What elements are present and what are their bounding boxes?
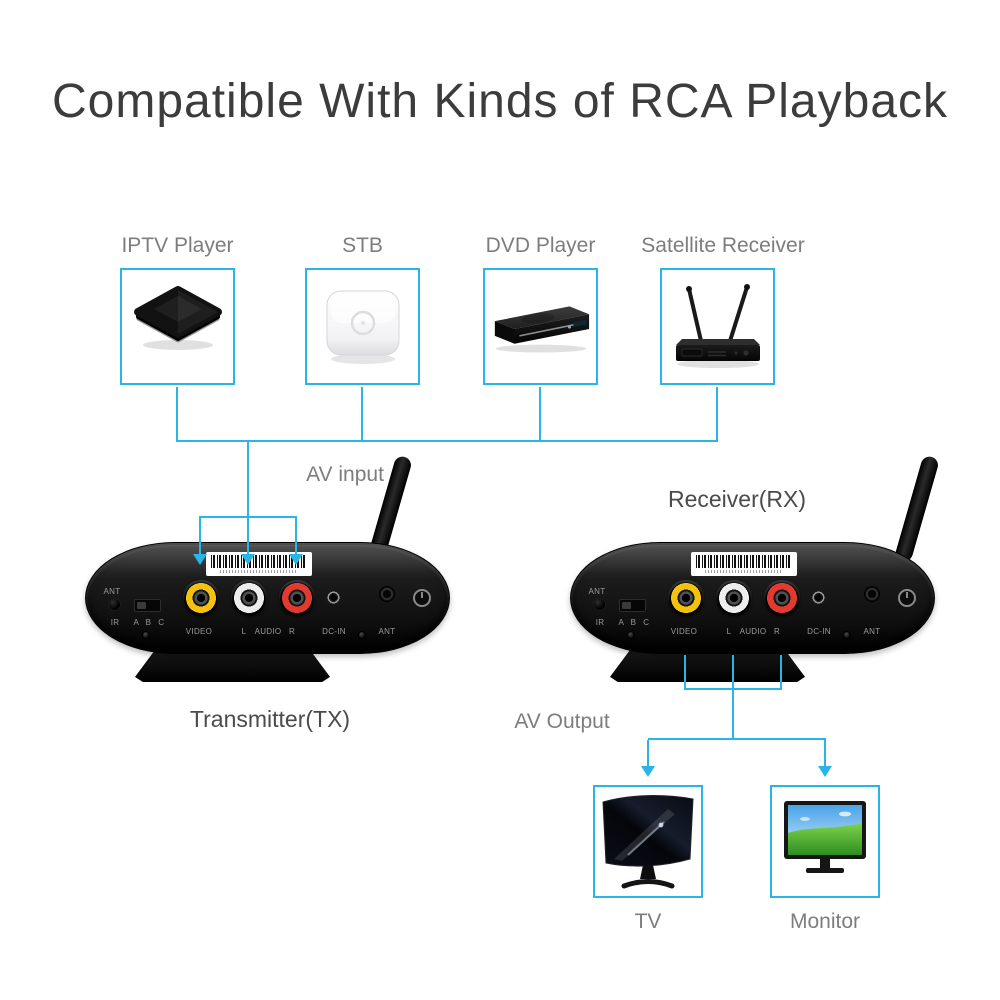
antenna-port bbox=[864, 586, 880, 602]
source-box-iptv bbox=[120, 268, 235, 385]
ir-label: IR bbox=[595, 618, 605, 627]
antenna bbox=[893, 454, 940, 564]
connector-line bbox=[199, 518, 201, 556]
av-output-label: AV Output bbox=[514, 710, 610, 733]
connector-line bbox=[176, 440, 718, 442]
screw bbox=[358, 631, 366, 639]
source-box-stb bbox=[305, 268, 420, 385]
label-satellite-receiver: Satellite Receiver bbox=[641, 234, 805, 257]
rca-jack-white bbox=[231, 580, 267, 616]
barcode-sticker bbox=[691, 552, 797, 576]
rca-jack-yellow bbox=[183, 580, 219, 616]
dvd-player-image bbox=[494, 305, 589, 353]
connector-line bbox=[824, 740, 826, 768]
device-body: ANT IR A B C VIDEO L AUDIO R DC-IN ANT bbox=[570, 542, 935, 654]
connector-line bbox=[247, 442, 249, 518]
abc-switch bbox=[134, 599, 161, 612]
connector-line bbox=[732, 655, 734, 690]
audio-l-label: L bbox=[241, 627, 247, 636]
connector-line bbox=[648, 738, 826, 740]
satellite-receiver-image bbox=[675, 283, 760, 368]
page-title: Compatible With Kinds of RCA Playback bbox=[51, 75, 949, 128]
monitor-image bbox=[784, 801, 866, 873]
receiver-device: ANT IR A B C VIDEO L AUDIO R DC-IN ANT bbox=[570, 454, 940, 690]
abc-switch bbox=[619, 599, 646, 612]
connector-line bbox=[732, 690, 734, 740]
device-body: ANT IR A B C VIDEO L AUDIO R DC-IN ANT bbox=[85, 542, 450, 654]
ir-sensor bbox=[593, 598, 606, 611]
label-dvd-player: DVD Player bbox=[485, 234, 596, 257]
antenna-port bbox=[379, 586, 395, 602]
connector-line bbox=[539, 387, 541, 442]
ant-label: ANT bbox=[103, 587, 121, 596]
connector-line bbox=[247, 518, 249, 556]
ant-port-label: ANT bbox=[863, 627, 881, 636]
connector-line bbox=[176, 387, 178, 442]
connector-line bbox=[295, 518, 297, 556]
audio-r-label: R bbox=[288, 627, 296, 636]
source-box-satellite bbox=[660, 268, 775, 385]
label-stb: STB bbox=[342, 234, 383, 257]
dc-in-jack bbox=[811, 590, 826, 605]
source-box-dvd bbox=[483, 268, 598, 385]
connector-line bbox=[684, 688, 782, 690]
dc-in-jack bbox=[326, 590, 341, 605]
receiver-label: Receiver(RX) bbox=[667, 486, 807, 512]
power-icon bbox=[898, 589, 916, 607]
tv-image bbox=[602, 795, 694, 889]
power-icon bbox=[413, 589, 431, 607]
audio-label: AUDIO bbox=[254, 627, 282, 636]
ir-label: IR bbox=[110, 618, 120, 627]
rca-jack-white bbox=[716, 580, 752, 616]
arrow-down-icon bbox=[641, 766, 655, 777]
connector-line bbox=[199, 516, 297, 518]
audio-r-label: R bbox=[773, 627, 781, 636]
arrow-down-icon bbox=[193, 554, 207, 565]
monitor-label: Monitor bbox=[789, 910, 861, 933]
label-iptv-player: IPTV Player bbox=[121, 234, 234, 257]
connector-line bbox=[684, 655, 686, 690]
video-label: VIDEO bbox=[670, 627, 698, 636]
dc-in-label: DC-IN bbox=[322, 627, 346, 636]
connector-line bbox=[647, 740, 649, 768]
dc-in-label: DC-IN bbox=[807, 627, 831, 636]
connector-line bbox=[780, 655, 782, 690]
ant-label: ANT bbox=[588, 587, 606, 596]
video-label: VIDEO bbox=[185, 627, 213, 636]
screw bbox=[843, 631, 851, 639]
ant-port-label: ANT bbox=[378, 627, 396, 636]
av-input-label: AV input bbox=[306, 463, 384, 486]
abc-label: A B C bbox=[133, 618, 167, 627]
transmitter-device: ANT IR A B C VIDEO L AUDIO R DC-IN ANT bbox=[85, 454, 450, 690]
arrow-down-icon bbox=[241, 554, 255, 565]
output-box-monitor bbox=[770, 785, 880, 898]
iptv-player-image bbox=[133, 285, 222, 350]
rca-jack-yellow bbox=[668, 580, 704, 616]
screw bbox=[142, 631, 150, 639]
arrow-down-icon bbox=[818, 766, 832, 777]
audio-l-label: L bbox=[726, 627, 732, 636]
audio-label: AUDIO bbox=[739, 627, 767, 636]
transmitter-label: Transmitter(TX) bbox=[189, 706, 351, 732]
connector-line bbox=[361, 387, 363, 442]
screw bbox=[627, 631, 635, 639]
output-box-tv bbox=[593, 785, 703, 898]
stb-image bbox=[326, 290, 399, 364]
abc-label: A B C bbox=[618, 618, 652, 627]
arrow-down-icon bbox=[289, 554, 303, 565]
tv-label: TV bbox=[634, 910, 662, 933]
rca-jack-red bbox=[279, 580, 315, 616]
connector-line bbox=[716, 387, 718, 442]
rca-jack-red bbox=[764, 580, 800, 616]
ir-sensor bbox=[108, 598, 121, 611]
